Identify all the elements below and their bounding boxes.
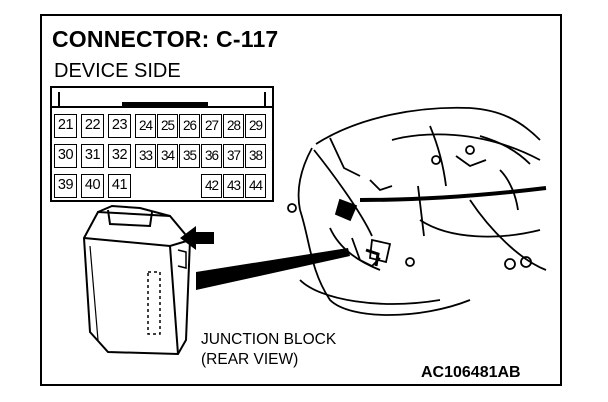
connector-latch-right: [264, 92, 266, 106]
pin-27: 27: [201, 114, 222, 138]
pin-40: 40: [81, 174, 104, 198]
connector-top-rail: [52, 106, 272, 108]
pin-43: 43: [223, 174, 244, 198]
pin-44: 44: [245, 174, 266, 198]
pin-37: 37: [223, 144, 244, 168]
arrow-icon: [180, 226, 214, 250]
pin-28: 28: [223, 114, 244, 138]
pin-36: 36: [201, 144, 222, 168]
pin-29: 29: [245, 114, 266, 138]
pin-39: 39: [54, 174, 77, 198]
pin-24: 24: [135, 114, 156, 138]
pin-42: 42: [201, 174, 222, 198]
figure-code: AC106481AB: [421, 364, 521, 381]
dashboard-wiring-drawing: [287, 106, 547, 316]
pin-23: 23: [108, 114, 131, 138]
pin-38: 38: [245, 144, 266, 168]
pin-22: 22: [81, 114, 104, 138]
pin-30: 30: [54, 144, 77, 168]
pin-41: 41: [108, 174, 131, 198]
pin-35: 35: [179, 144, 200, 168]
pin-21: 21: [54, 114, 77, 138]
junction-block-drawing: [82, 204, 192, 356]
pin-33: 33: [135, 144, 156, 168]
connector-title: CONNECTOR: C-117: [52, 26, 279, 52]
pin-32: 32: [108, 144, 131, 168]
pointer-arrow-icon: [196, 248, 350, 290]
connector-latch-left: [58, 92, 60, 106]
junction-block-label-line1: JUNCTION BLOCK: [201, 331, 337, 348]
connector-diagram: 21 22 23 24 25 26 27 28 29 30 31 32 33 3…: [50, 86, 274, 202]
junction-block-label: JUNCTION BLOCK (REAR VIEW): [201, 330, 336, 370]
device-side-label: DEVICE SIDE: [54, 60, 181, 82]
pin-31: 31: [81, 144, 104, 168]
connector-key: [122, 102, 208, 108]
pin-34: 34: [157, 144, 178, 168]
pin-26: 26: [179, 114, 200, 138]
pin-25: 25: [157, 114, 178, 138]
junction-block-label-line2: (REAR VIEW): [201, 351, 299, 368]
